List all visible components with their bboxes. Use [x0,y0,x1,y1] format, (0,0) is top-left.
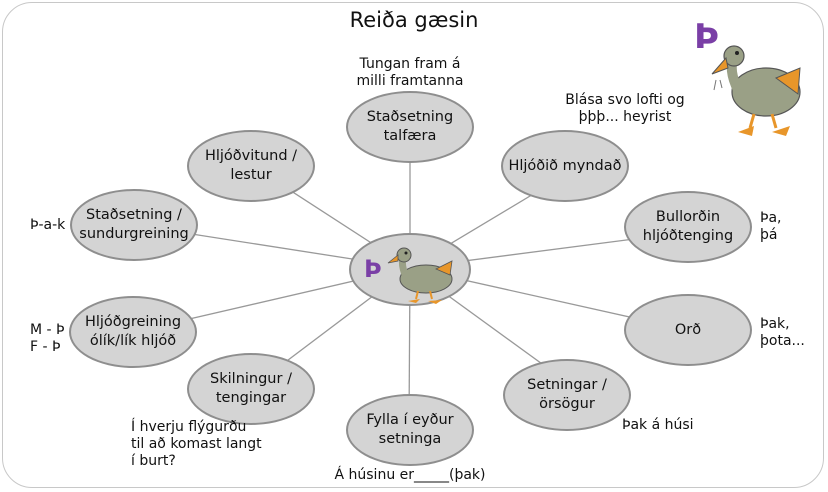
node-stadsetning-talfaera: Staðsetning talfæra [346,91,474,163]
note-stadsetning-talfaera: Tungan fram á milli framtanna [356,56,464,89]
note-setningar: Þak á húsi [622,417,694,433]
corner-letter: Þ [694,17,719,57]
node-fylla-i-eydur: Fylla í eyður setninga [346,394,474,466]
node-hljodid-myndad: Hljóðið myndað [501,130,629,202]
node-setningar-orsogur: Setningar / örsögur [503,359,631,431]
node-skilningur-tengingar: Skilningur / tengingar [187,353,315,425]
node-stadsetning-sundurgreining: Staðsetning / sundurgreining [70,189,198,261]
note-skilningur: Í hverju flýgurðu til að komast langt í … [131,419,262,469]
note-ord: Þak, þota... [760,316,805,349]
note-stadsetning-sundur: Þ-a-k [30,217,66,233]
note-bullordin: Þa, þá [760,210,782,243]
corner-goose-image: Þ [694,17,801,136]
goose-icon [711,45,801,136]
goose-icon [387,247,453,304]
note-hljodgreining: M - Þ F - Þ [30,322,65,355]
note-hljodid-myndad: Blása svo lofti og þþþ... heyrist [565,92,685,125]
center-goose-image: Þ [364,247,453,304]
node-hljodvitund-lestur: Hljóðvitund / lestur [187,130,315,202]
diagram-title: Reiða gæsin [349,8,479,32]
node-hljodgreining: Hljóðgreining ólík/lík hljóð [69,296,197,368]
node-ord: Orð [624,294,752,366]
node-bullordin: Bullorðin hljóðtenging [624,191,752,263]
note-fylla: Á húsinu er_____(þak) [334,467,486,483]
center-letter: Þ [364,255,382,283]
